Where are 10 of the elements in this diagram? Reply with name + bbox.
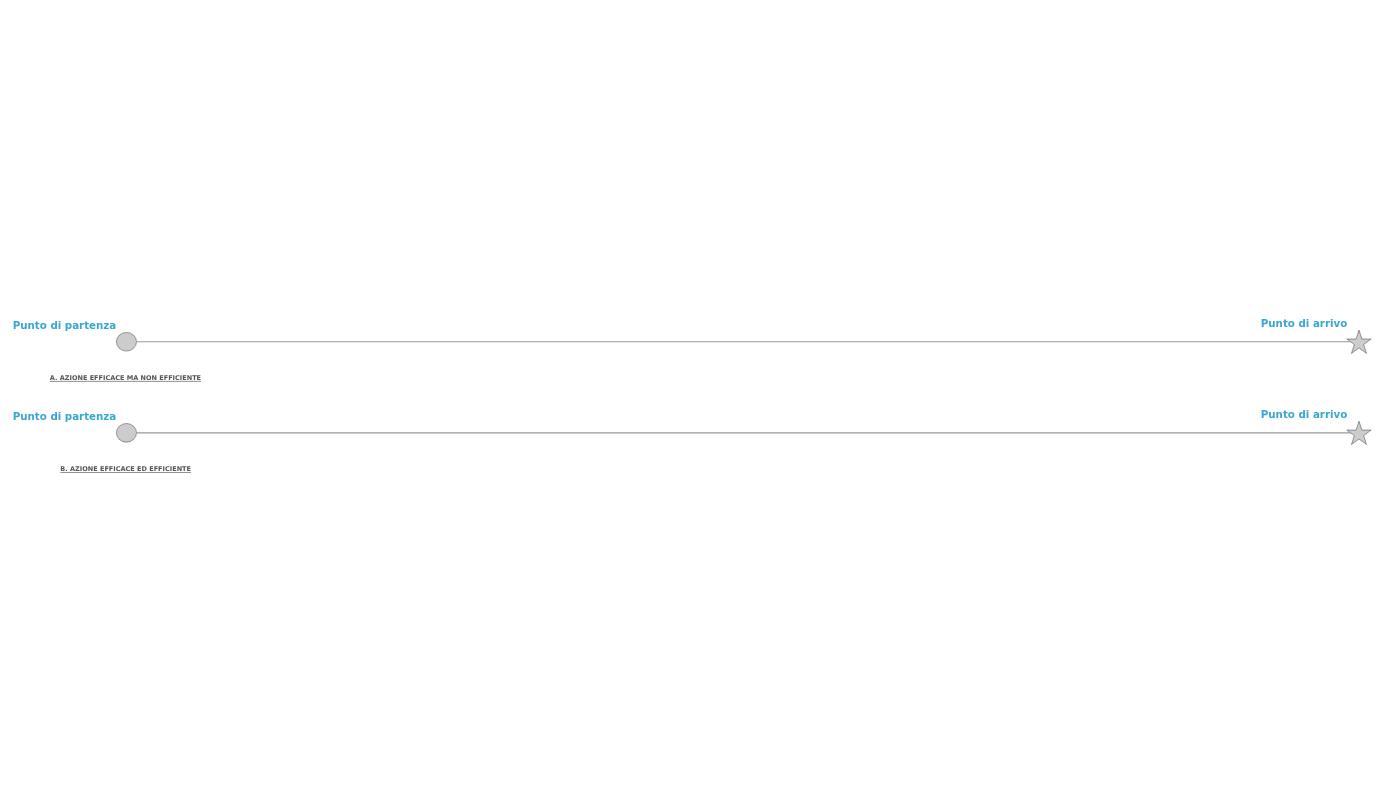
node-circle — [116, 332, 137, 352]
node-label: Punto di partenza — [12, 410, 117, 423]
node-label: Punto di arrivo — [1260, 407, 1348, 420]
node-star — [1346, 329, 1372, 354]
node-circle — [116, 423, 137, 443]
connector — [135, 432, 1352, 434]
node-star — [1346, 420, 1372, 445]
node-label: Punto di arrivo — [1260, 316, 1348, 329]
connector — [135, 341, 1352, 343]
node-label: Punto di partenza — [12, 318, 117, 331]
